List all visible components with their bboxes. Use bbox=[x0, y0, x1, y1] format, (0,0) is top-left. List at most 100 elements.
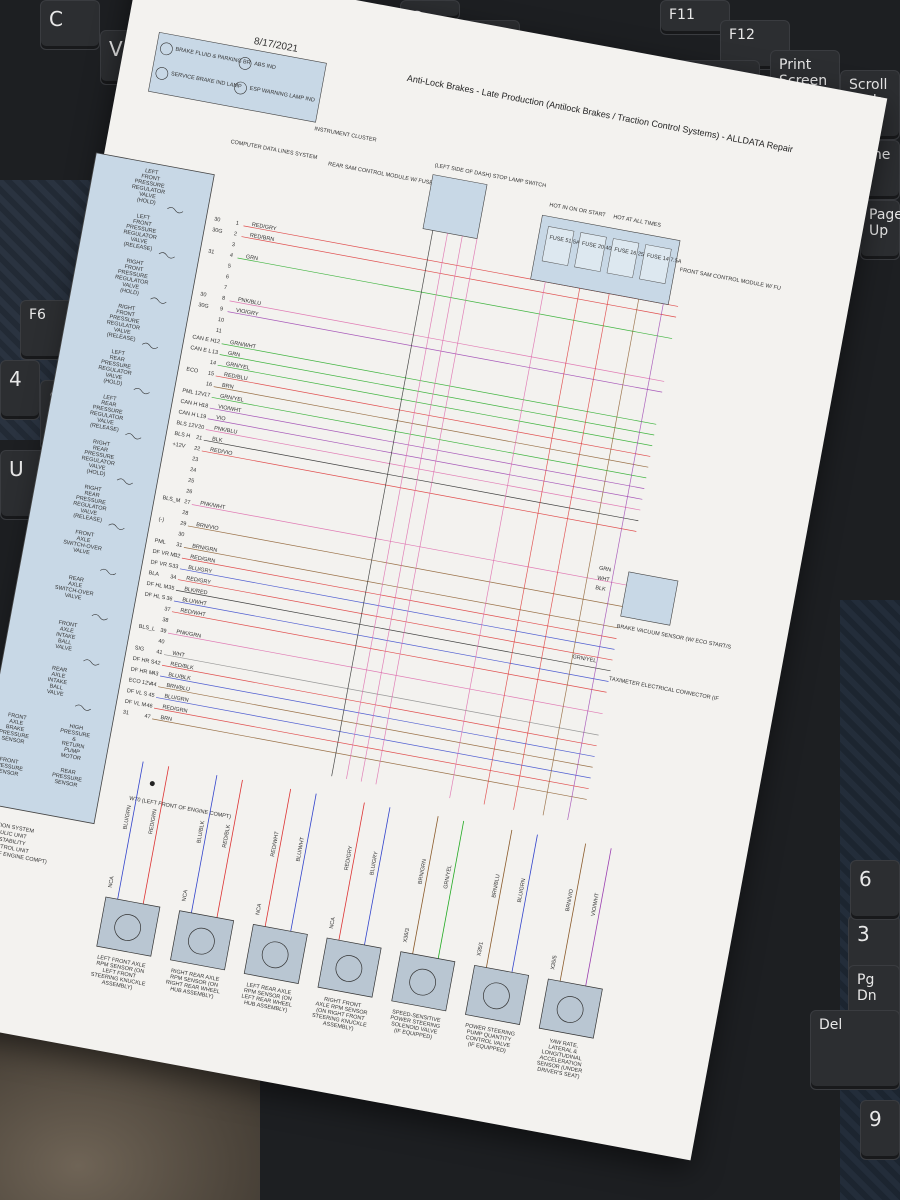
valve-label: VALVE bbox=[72, 547, 90, 556]
valve-label: VALVE bbox=[138, 191, 156, 200]
pin-number: 11 bbox=[215, 328, 222, 335]
sensor-body bbox=[465, 964, 530, 1025]
vertical-wire-trace bbox=[567, 303, 664, 820]
wire-trace bbox=[157, 686, 593, 768]
hot-all-label: HOT AT ALL TIMES bbox=[613, 214, 662, 229]
keyboard-key: Del bbox=[810, 1010, 900, 1090]
sensor-wire-trace bbox=[364, 807, 391, 946]
pin-number: 14 bbox=[209, 360, 216, 367]
valve-label: PRESSURE bbox=[92, 404, 123, 415]
valve-coil-symbol bbox=[150, 297, 167, 304]
wire-color-label: BRN/VIO bbox=[196, 522, 220, 532]
pin-name: BLS 12V bbox=[176, 420, 199, 430]
fuse-box bbox=[541, 226, 575, 266]
valve-label: FRONT bbox=[116, 309, 136, 318]
sensor-wire-trace bbox=[511, 834, 538, 973]
wire-trace bbox=[201, 450, 637, 532]
sensor-wire-trace bbox=[216, 779, 243, 918]
wire-color-label: BLK/RED bbox=[184, 586, 208, 596]
valve-label: (RELEASE) bbox=[106, 332, 136, 343]
connector-label: NCA bbox=[255, 903, 263, 916]
pin-number: 32 bbox=[174, 553, 181, 560]
pin-name: CAN H L bbox=[178, 409, 200, 419]
indicator-lamp-icon bbox=[234, 81, 247, 95]
sensor-wire-label: BRN/GRN bbox=[418, 859, 429, 885]
pin-name: CAN E L bbox=[190, 345, 212, 355]
ground-point-icon bbox=[149, 781, 155, 787]
ground-label: W70 (LEFT FRONT OF ENGINE COMPT) bbox=[129, 796, 232, 821]
sensor-label: ASSEMBLY) bbox=[322, 1021, 354, 1033]
sensor-wire-trace bbox=[485, 829, 513, 968]
valve-label: BALL bbox=[49, 683, 63, 691]
wire-trace bbox=[205, 429, 641, 511]
wire-color-label: BRN/BLU bbox=[166, 683, 191, 693]
pin-number: 31 bbox=[176, 542, 183, 549]
pin-name: DF HL M bbox=[146, 581, 169, 591]
wiring-diagram-svg: LEFTFRONTPRESSUREREGULATORVALVE(HOLD)LEF… bbox=[0, 31, 781, 1080]
valve-label: (RELEASE) bbox=[123, 241, 153, 252]
pin-name: DF VR M bbox=[152, 549, 176, 559]
vacuum-wire-label: BLK bbox=[595, 585, 607, 593]
valve-label: LEFT bbox=[103, 394, 118, 402]
wire-color-label: RED/GRN bbox=[190, 554, 216, 565]
vertical-wire-trace bbox=[375, 238, 478, 785]
pin-number: 9 bbox=[219, 306, 223, 312]
wire-color-label: RED/BLU bbox=[223, 372, 248, 382]
sensor-block-label: PRESSURE bbox=[60, 728, 91, 739]
wire-trace bbox=[219, 354, 655, 436]
wire-trace bbox=[215, 375, 651, 457]
valve-label: REAR bbox=[84, 490, 100, 499]
pin-number: 34 bbox=[170, 574, 177, 581]
sensor-body bbox=[391, 951, 456, 1012]
pin-number: 36 bbox=[166, 596, 173, 603]
pin-number: 44 bbox=[150, 681, 157, 688]
pin-number: 46 bbox=[146, 703, 153, 710]
valve-coil-symbol bbox=[116, 478, 133, 485]
sensor-body bbox=[538, 978, 603, 1039]
valve-label: FRONT bbox=[132, 219, 152, 228]
indicator-lamp-icon bbox=[160, 42, 173, 56]
pin-name: 30 bbox=[214, 216, 221, 223]
sensor-body bbox=[96, 896, 161, 957]
pin-number: 43 bbox=[152, 671, 159, 678]
sensor-wire-label: BLU/GRN bbox=[517, 878, 527, 903]
pin-name: PML 12V bbox=[182, 388, 205, 398]
sensor-wire-label: GRN/YEL bbox=[443, 865, 453, 890]
indicator-lamp-icon bbox=[155, 67, 169, 80]
valve-label: (HOLD) bbox=[136, 197, 156, 206]
connector-label: NCA bbox=[329, 916, 337, 929]
pin-number: 47 bbox=[144, 713, 151, 720]
wire-color-label: GRN/YEL bbox=[225, 361, 250, 371]
valve-label: LEFT bbox=[111, 349, 126, 357]
wire-trace bbox=[211, 396, 647, 479]
pin-number: 10 bbox=[217, 317, 224, 324]
vertical-wire-trace bbox=[331, 230, 434, 777]
valve-coil-symbol bbox=[125, 433, 142, 440]
valve-label: PRESSURE bbox=[134, 178, 165, 189]
valve-label: RIGHT bbox=[126, 258, 145, 267]
keyboard-key: C bbox=[40, 0, 100, 50]
valve-coil-symbol bbox=[74, 704, 92, 711]
connector-label: NCA bbox=[108, 875, 116, 888]
pin-number: 5 bbox=[227, 263, 231, 269]
sensor-wire-label: BLU/GRY bbox=[369, 851, 379, 876]
fuse-box bbox=[574, 232, 607, 272]
pin-name: 30G bbox=[198, 302, 209, 310]
pin-number: 25 bbox=[188, 478, 195, 485]
pin-number: 17 bbox=[203, 392, 210, 399]
valve-label: REAR bbox=[68, 575, 84, 584]
wire-color-label: BRN bbox=[160, 715, 173, 723]
valve-coil-symbol bbox=[167, 207, 184, 214]
pin-number: 38 bbox=[162, 617, 169, 624]
pin-name: BLS_L bbox=[138, 624, 155, 633]
pin-number: 4 bbox=[229, 253, 233, 259]
valve-label: REAR bbox=[92, 445, 108, 454]
wire-color-label: BRN bbox=[221, 383, 234, 391]
sensor-wire-label: RED/GRY bbox=[344, 845, 355, 871]
pin-name: DF VL M bbox=[124, 699, 147, 709]
valve-label: INTAKE bbox=[47, 677, 68, 687]
valve-label: (RELEASE) bbox=[89, 422, 119, 433]
taxi-wire-label: GRN/YEL bbox=[572, 654, 597, 664]
valve-label: FRONT bbox=[75, 529, 95, 538]
